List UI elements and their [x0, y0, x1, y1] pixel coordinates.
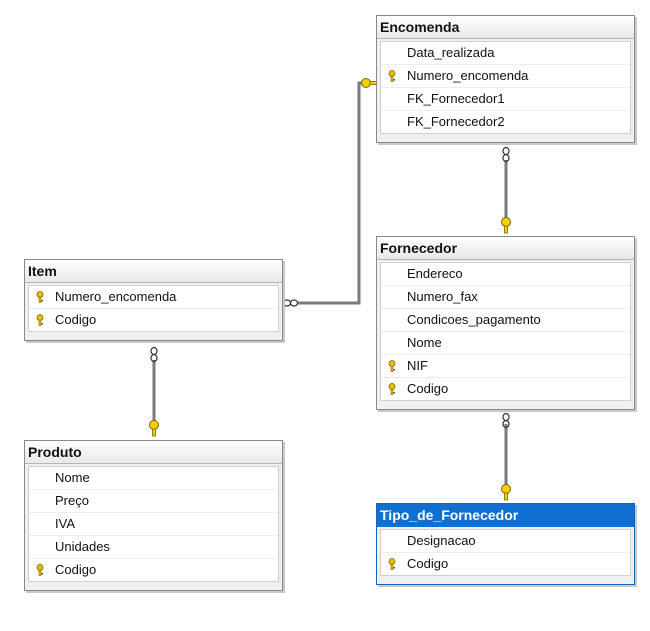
column-name: FK_Fornecedor2	[407, 114, 505, 129]
one-end-key-icon	[501, 484, 511, 501]
column-row[interactable]: Numero_fax	[381, 286, 630, 309]
one-end-key-icon	[501, 217, 511, 234]
column-name: Nome	[407, 335, 442, 350]
column-name: IVA	[55, 516, 75, 531]
column-row[interactable]: Codigo	[381, 378, 630, 400]
column-row[interactable]: FK_Fornecedor1	[381, 88, 630, 111]
one-end-key-icon	[361, 78, 378, 88]
many-end-icon	[150, 346, 158, 363]
column-name: Nome	[55, 470, 90, 485]
table-title[interactable]: Encomenda	[377, 16, 634, 39]
column-row[interactable]: Numero_encomenda	[29, 286, 278, 309]
column-row[interactable]: Endereco	[381, 263, 630, 286]
column-name: Endereco	[407, 266, 463, 281]
column-name: FK_Fornecedor1	[407, 91, 505, 106]
column-name: Preço	[55, 493, 89, 508]
column-row[interactable]: Designacao	[381, 530, 630, 553]
many-end-icon	[502, 146, 510, 163]
column-row[interactable]: Codigo	[29, 309, 278, 331]
table-title[interactable]: Produto	[25, 441, 282, 464]
column-name: Unidades	[55, 539, 110, 554]
primary-key-icon	[36, 291, 44, 303]
many-end-icon	[502, 412, 510, 429]
column-row[interactable]: Data_realizada	[381, 42, 630, 65]
column-name: Numero_encomenda	[55, 289, 177, 304]
column-name: Condicoes_pagamento	[407, 312, 541, 327]
primary-key-icon	[36, 314, 44, 326]
column-row[interactable]: NIF	[381, 355, 630, 378]
column-row[interactable]: Codigo	[29, 559, 278, 581]
column-row[interactable]: Preço	[29, 490, 278, 513]
table-title[interactable]: Tipo_de_Fornecedor	[377, 504, 634, 527]
column-name: Codigo	[407, 381, 449, 396]
column-row[interactable]: IVA	[29, 513, 278, 536]
column-row[interactable]: Nome	[29, 467, 278, 490]
column-name: Numero_fax	[407, 289, 478, 304]
column-row[interactable]: FK_Fornecedor2	[381, 111, 630, 133]
column-name: Codigo	[55, 562, 97, 577]
column-row[interactable]: Numero_encomenda	[381, 65, 630, 88]
primary-key-icon	[388, 70, 396, 82]
primary-key-icon	[388, 558, 396, 570]
column-name: Designacao	[407, 533, 476, 548]
one-end-key-icon	[149, 420, 159, 437]
column-row[interactable]: Unidades	[29, 536, 278, 559]
column-name: Numero_encomenda	[407, 68, 529, 83]
column-name: NIF	[407, 358, 428, 373]
column-row[interactable]: Condicoes_pagamento	[381, 309, 630, 332]
column-row[interactable]: Nome	[381, 332, 630, 355]
primary-key-icon	[388, 383, 396, 395]
column-name: Codigo	[407, 556, 449, 571]
column-name: Data_realizada	[407, 45, 495, 60]
primary-key-icon	[36, 564, 44, 576]
column-row[interactable]: Codigo	[381, 553, 630, 575]
table-title[interactable]: Item	[25, 260, 282, 283]
many-end-icon	[282, 299, 299, 307]
primary-key-icon	[388, 360, 396, 372]
table-title[interactable]: Fornecedor	[377, 237, 634, 260]
column-name: Codigo	[55, 312, 97, 327]
